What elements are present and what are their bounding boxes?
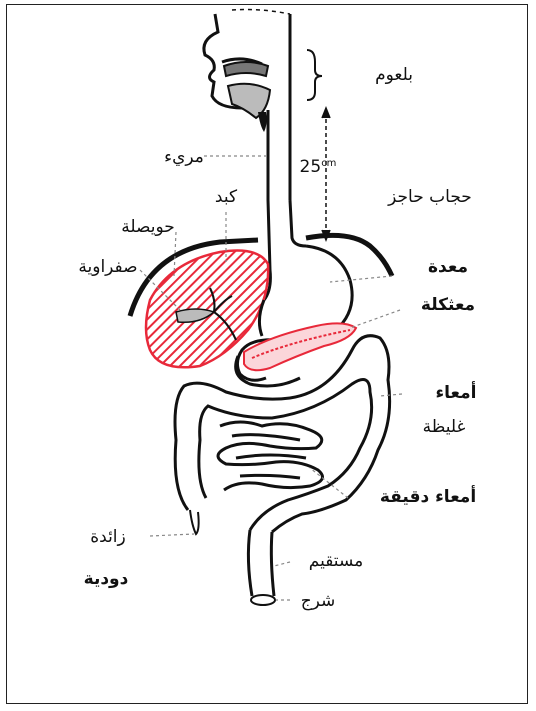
- appendix: [190, 510, 199, 534]
- label-large-intestine-1: أمعاء: [435, 381, 476, 403]
- mouth-cavity: [224, 62, 270, 132]
- pharynx-bracket: [307, 50, 322, 100]
- label-pancreas: معثكلة: [421, 295, 475, 315]
- label-stomach: معدة: [428, 257, 468, 277]
- label-diaphragm: حجاب حاجز: [387, 187, 472, 207]
- large-intestine: [175, 336, 390, 532]
- label-large-intestine-2: غليظة: [423, 417, 466, 437]
- small-intestine: [218, 422, 323, 490]
- label-distance: 25cm: [300, 157, 337, 177]
- esophagus-tube: [264, 200, 306, 300]
- label-esophagus: مريء: [164, 147, 204, 167]
- rectum: [248, 530, 274, 596]
- distance-arrow: [322, 108, 330, 240]
- anus: [251, 595, 275, 605]
- label-gallbladder-2: صفراوية: [78, 257, 137, 277]
- label-appendix-2: دودية: [84, 569, 129, 589]
- label-anus: شرج: [301, 591, 336, 611]
- label-gallbladder-1: حويصلة: [121, 217, 175, 237]
- label-pharynx: بلعوم: [375, 65, 413, 85]
- label-small-intestine: أمعاء دقيقة: [380, 485, 476, 507]
- label-liver: كبد: [215, 187, 238, 207]
- label-rectum: مستقيم: [309, 551, 363, 571]
- diaphragm-right: [306, 235, 392, 276]
- label-appendix-1: زائدة: [90, 527, 126, 547]
